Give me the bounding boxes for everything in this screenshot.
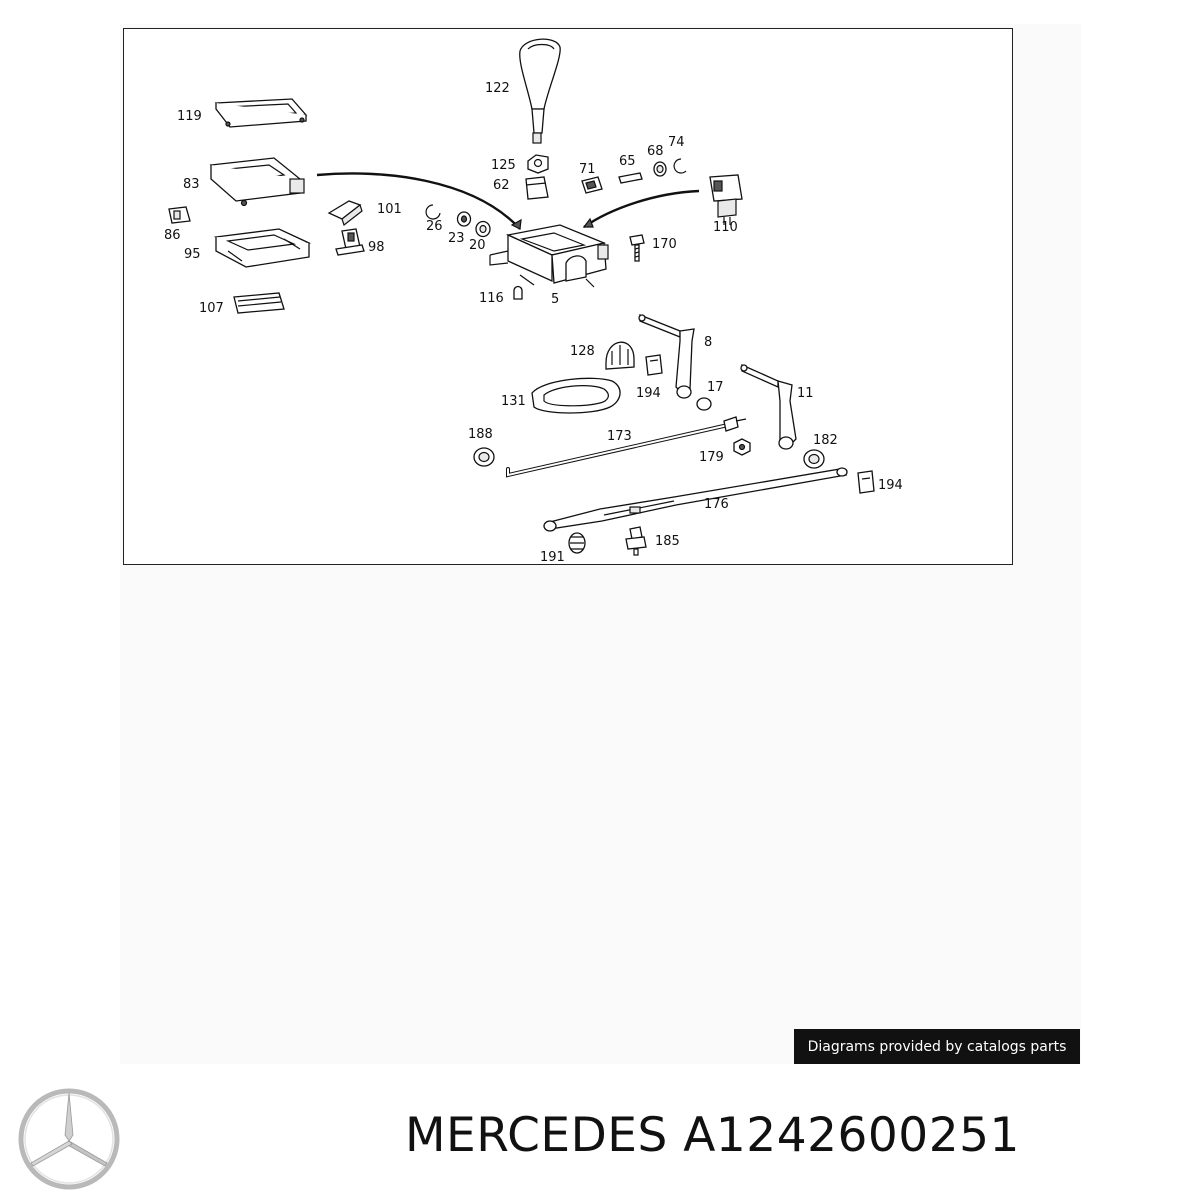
callout-182: 182 (813, 433, 838, 448)
part-179-nut (733, 438, 751, 456)
part-20-bushing (475, 220, 491, 238)
callout-185: 185 (655, 534, 680, 549)
callout-98: 98 (368, 240, 385, 255)
callout-122: 122 (485, 81, 510, 96)
pointer-arrow-110 (583, 189, 700, 228)
callout-20: 20 (469, 238, 486, 253)
part-62-bushing (525, 176, 549, 200)
part-5-shifter-housing (489, 224, 609, 288)
part-74-circlip (673, 158, 687, 174)
callout-11: 11 (797, 386, 814, 401)
callout-83: 83 (183, 177, 200, 192)
callout-62: 62 (493, 178, 510, 193)
part-98-bracket (335, 228, 365, 256)
callout-194-lower: 194 (878, 478, 903, 493)
callout-23: 23 (448, 231, 465, 246)
callout-173: 173 (607, 429, 632, 444)
part-11-lever (740, 363, 797, 450)
callout-125: 125 (491, 158, 516, 173)
callout-8: 8 (704, 335, 712, 350)
diagram-credit-badge: Diagrams provided by catalogs parts (794, 1029, 1080, 1064)
part-71-clip (581, 176, 603, 194)
callout-188: 188 (468, 427, 493, 442)
part-101-lever (327, 200, 363, 226)
callout-101: 101 (377, 202, 402, 217)
callout-110: 110 (713, 220, 738, 235)
part-17-bushing (696, 397, 712, 411)
part-83-shift-cover (209, 157, 305, 207)
callout-74: 74 (668, 135, 685, 150)
mercedes-star-icon (18, 1088, 120, 1190)
part-116-bulb (513, 285, 523, 300)
parts-diagram: 119 83 86 95 107 101 98 122 125 62 71 65… (123, 28, 1013, 565)
part-68-bushing (653, 161, 667, 177)
callout-68: 68 (647, 144, 664, 159)
part-188-bushing (473, 447, 495, 467)
callout-128: 128 (570, 344, 595, 359)
callout-107: 107 (199, 301, 224, 316)
callout-95: 95 (184, 247, 201, 262)
part-173-rod (506, 416, 747, 478)
callout-131: 131 (501, 394, 526, 409)
part-176-rod (543, 467, 848, 532)
part-119-bezel (214, 98, 308, 128)
callout-191: 191 (540, 550, 565, 565)
part-125-nut (527, 154, 549, 174)
part-110-switch (709, 174, 743, 225)
part-122-shift-knob (519, 38, 561, 144)
callout-26: 26 (426, 219, 443, 234)
part-65-pin (618, 172, 643, 184)
callout-65: 65 (619, 154, 636, 169)
part-131-gaiter (531, 377, 621, 414)
callout-5: 5 (551, 292, 559, 307)
pointer-arrowhead-83 (510, 218, 522, 230)
pointer-arrowhead-110 (582, 217, 594, 228)
part-107-gasket (233, 292, 285, 314)
callout-194-upper: 194 (636, 386, 661, 401)
part-23-washer (456, 211, 472, 227)
callout-170: 170 (652, 237, 677, 252)
diagram-drawing: 119 83 86 95 107 101 98 122 125 62 71 65… (164, 38, 903, 565)
part-95-tray (213, 228, 312, 268)
product-title: MERCEDES A1242600251 (405, 1108, 1020, 1163)
part-194-clip-upper (645, 354, 663, 376)
callout-71: 71 (579, 162, 596, 177)
part-185-bolt (625, 526, 647, 556)
part-86-clip (168, 206, 191, 224)
callout-17: 17 (707, 380, 724, 395)
pointer-arrow-83 (316, 172, 521, 230)
callout-119: 119 (177, 109, 202, 124)
part-191-bushing (568, 532, 586, 554)
callout-116: 116 (479, 291, 504, 306)
part-128-boot (605, 341, 635, 370)
callout-176: 176 (704, 497, 729, 512)
part-182-bushing (803, 449, 825, 469)
callout-179: 179 (699, 450, 724, 465)
part-170-bolt (629, 234, 645, 262)
part-194-clip-lower (857, 470, 875, 494)
callout-86: 86 (164, 228, 181, 243)
part-26-circlip (425, 204, 441, 220)
part-8-selector-lever (638, 314, 695, 399)
